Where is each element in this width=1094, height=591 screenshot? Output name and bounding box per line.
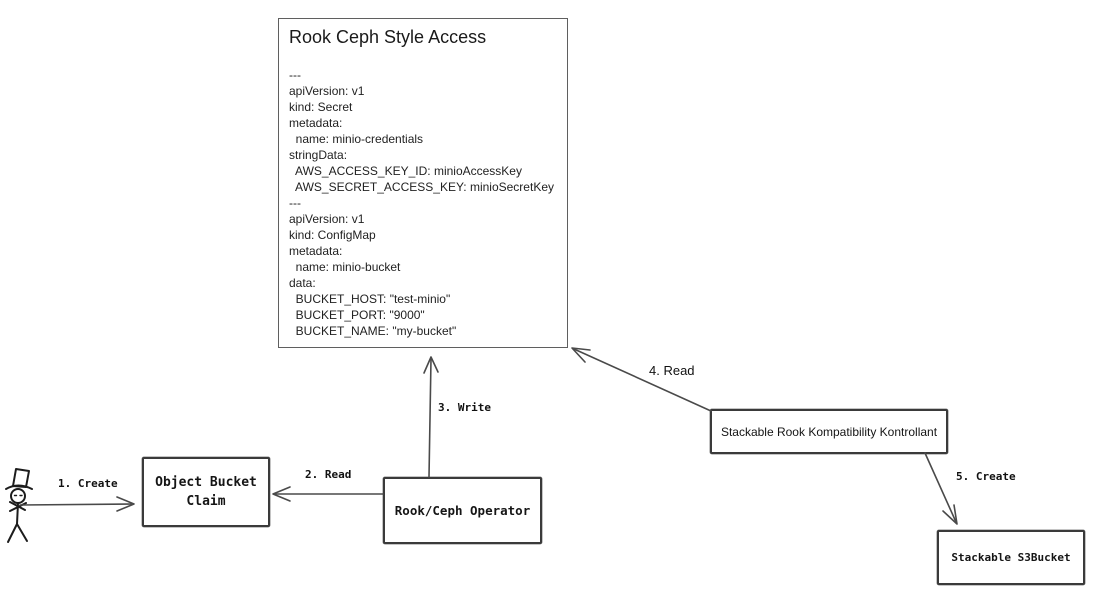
node-rook-ceph-operator: Rook/Ceph Operator (383, 477, 542, 544)
arrow-3-write-operator-to-mainbox (423, 356, 439, 478)
main-box-title: Rook Ceph Style Access (289, 27, 487, 47)
arrow-5-create-kontrollant-to-s3bucket (924, 452, 958, 525)
arrow-4-read-kontrollant-to-mainbox (571, 347, 712, 412)
node-object-bucket-claim: Object Bucket Claim (142, 457, 270, 527)
edge-label-1-create: 1. Create (58, 477, 118, 490)
node-stackable-s3bucket: Stackable S3Bucket (937, 530, 1085, 585)
node-stackable-rook-kompatibility-kontrollant: Stackable Rook Kompatibility Kontrollant (710, 409, 948, 454)
edge-label-3-write: 3. Write (438, 401, 491, 414)
edge-label-2-read: 2. Read (305, 468, 352, 481)
edge-label-5-create: 5. Create (956, 470, 1016, 483)
stick-figure-with-top-hat-icon (5, 468, 33, 543)
edge-label-4-read: 4. Read (649, 363, 695, 378)
arrow-2-read-operator-to-obc (272, 486, 384, 502)
node-rook-ceph-style-access: Rook Ceph Style Access ---apiVersion: v1… (278, 18, 568, 348)
